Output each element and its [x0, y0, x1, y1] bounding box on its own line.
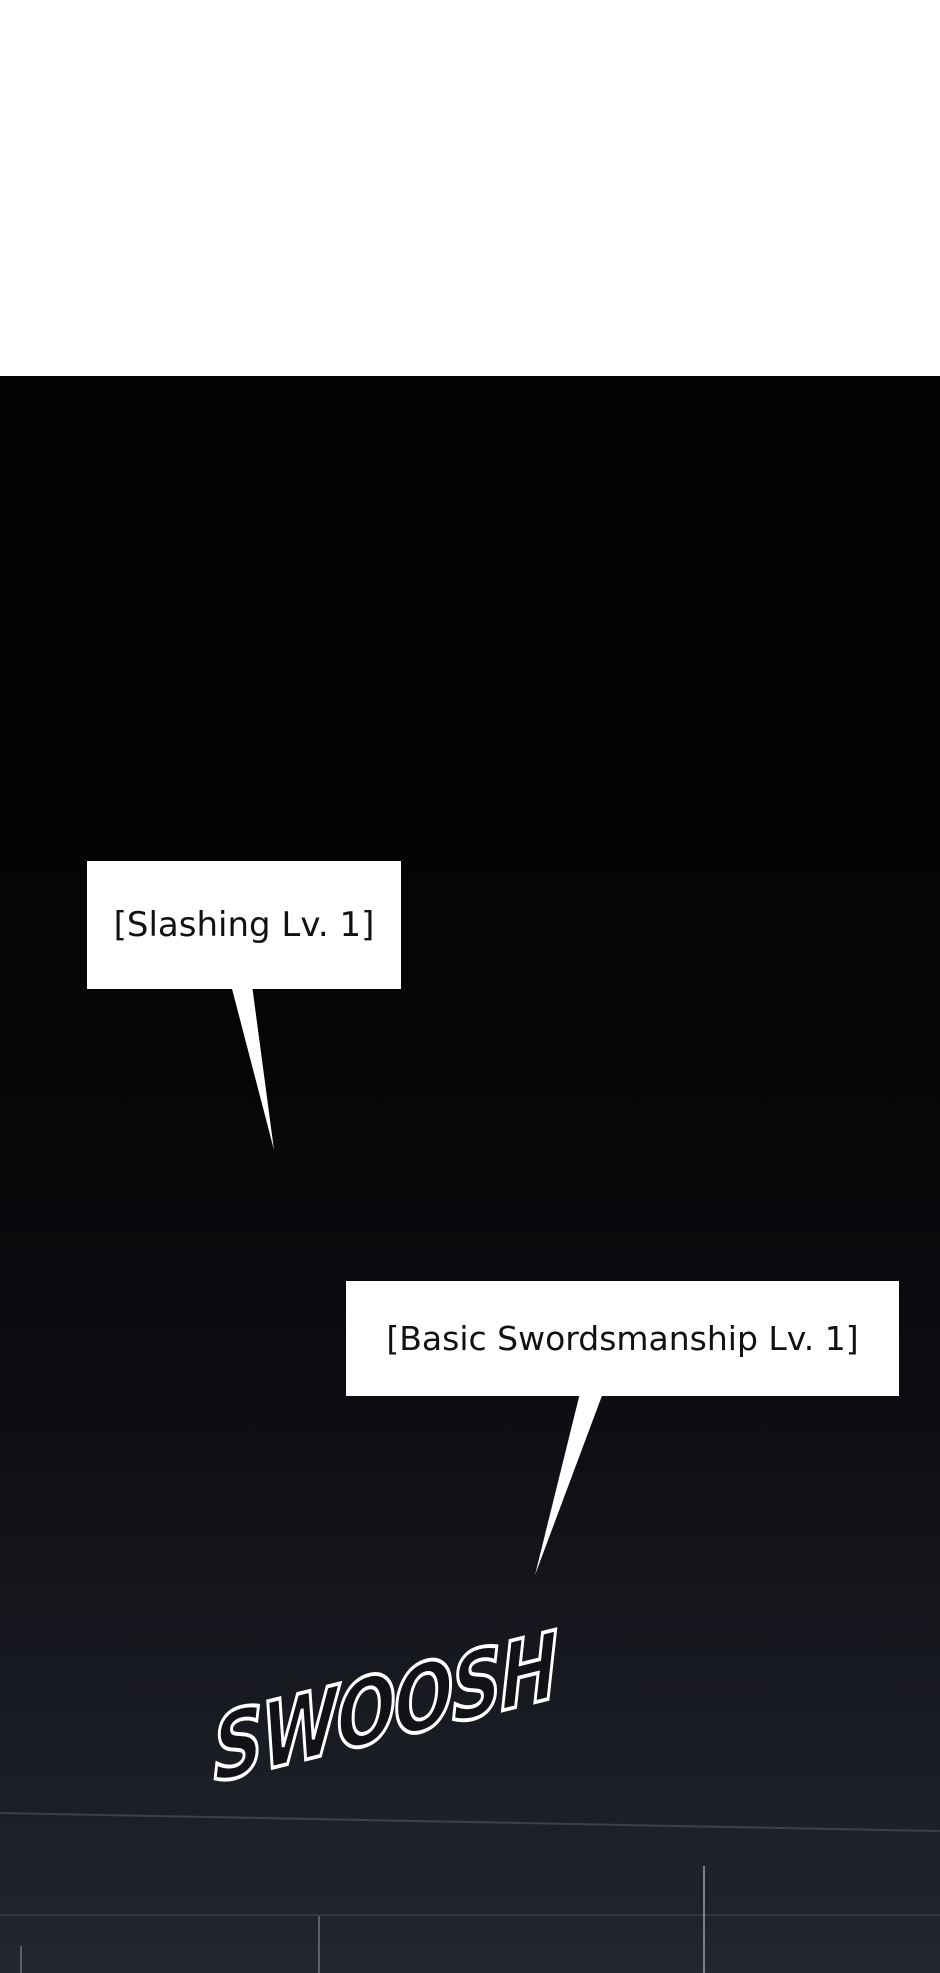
blank-margin	[0, 0, 940, 376]
bubble-text: [Basic Swordsmanship Lv. 1]	[386, 1319, 859, 1358]
speed-line	[703, 1866, 705, 1973]
speech-bubble-swordsmanship: [Basic Swordsmanship Lv. 1]	[346, 1281, 899, 1396]
speed-line	[318, 1916, 320, 1973]
horizon-line-lower	[0, 1914, 940, 1916]
bubble-text: [Slashing Lv. 1]	[113, 905, 375, 945]
bubble-1-tail	[231, 985, 274, 1150]
speech-bubble-slashing: [Slashing Lv. 1]	[87, 861, 401, 989]
speed-line	[20, 1946, 22, 1973]
dark-night-panel	[0, 376, 940, 1973]
bubble-2-tail	[535, 1393, 603, 1575]
